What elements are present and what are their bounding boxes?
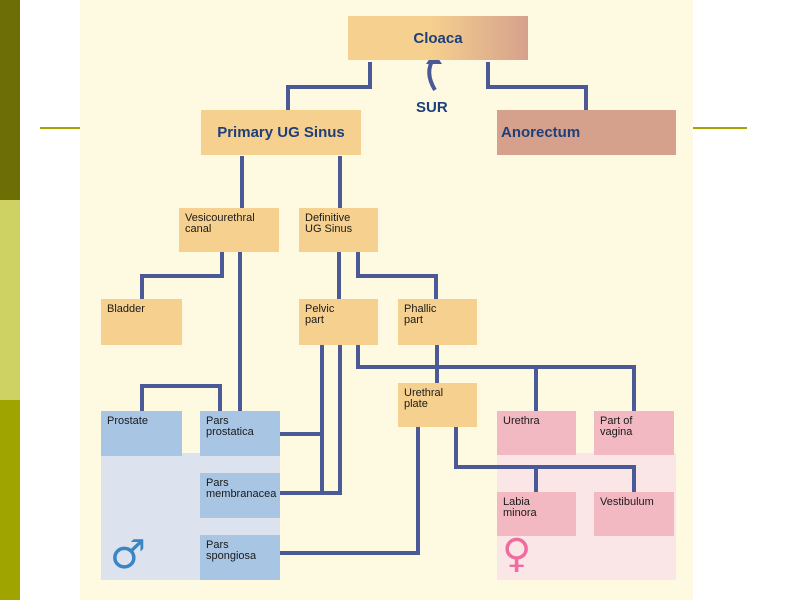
node-primary-ug-sinus: Primary UG Sinus (201, 110, 361, 155)
connector-cloaca-primary (286, 62, 372, 110)
node-phallic-part: Phallic part (398, 299, 477, 345)
slide-sidebar-light (0, 200, 20, 400)
connector-urethral-plate-spongiosa (280, 427, 420, 555)
node-anorectum: Anorectum (497, 110, 676, 155)
connector-vesicourethral-bladder (140, 252, 224, 299)
node-urethra: Urethra (497, 411, 576, 455)
connector-cloaca-anorectum (486, 62, 588, 110)
node-pars-spongiosa: Pars spongiosa (200, 535, 280, 580)
female-symbol-icon: ♀ (502, 531, 532, 577)
connector-definitive-phallic (356, 252, 438, 299)
node-definitive-ug-sinus: Definitive UG Sinus (299, 208, 378, 252)
node-prostate: Prostate (101, 411, 182, 456)
node-urethral-plate: Urethral plate (398, 383, 477, 427)
connector-pelvic-pars-membranacea (280, 345, 342, 495)
connector-urethral-plate-female (454, 427, 636, 492)
slide-sidebar-dark (0, 0, 20, 200)
node-pars-prostatica: Pars prostatica (200, 411, 280, 456)
node-vesicourethral-canal: Vesicourethral canal (179, 208, 279, 252)
label-sur: SUR (416, 99, 448, 116)
node-part-of-vagina: Part of vagina (594, 411, 674, 455)
node-pelvic-part: Pelvic part (299, 299, 378, 345)
connector-lines (140, 52, 636, 555)
node-bladder: Bladder (101, 299, 182, 345)
male-symbol-icon: ♂ (110, 532, 146, 578)
node-labia-minora: Labia minora (497, 492, 576, 536)
slide-sidebar-mid (0, 400, 20, 600)
slide-rule-right (693, 127, 747, 129)
connector-prostate-pars-prostatica (140, 384, 222, 411)
node-pars-membranacea: Pars membranacea (200, 473, 280, 518)
diagram-panel: Cloaca SUR Primary UG Sinus Anorectum Ve… (80, 0, 693, 600)
node-vestibulum: Vestibulum (594, 492, 674, 536)
connector-pelvic-female (356, 345, 636, 411)
slide-rule-left (40, 127, 80, 129)
node-cloaca: Cloaca (348, 16, 528, 60)
